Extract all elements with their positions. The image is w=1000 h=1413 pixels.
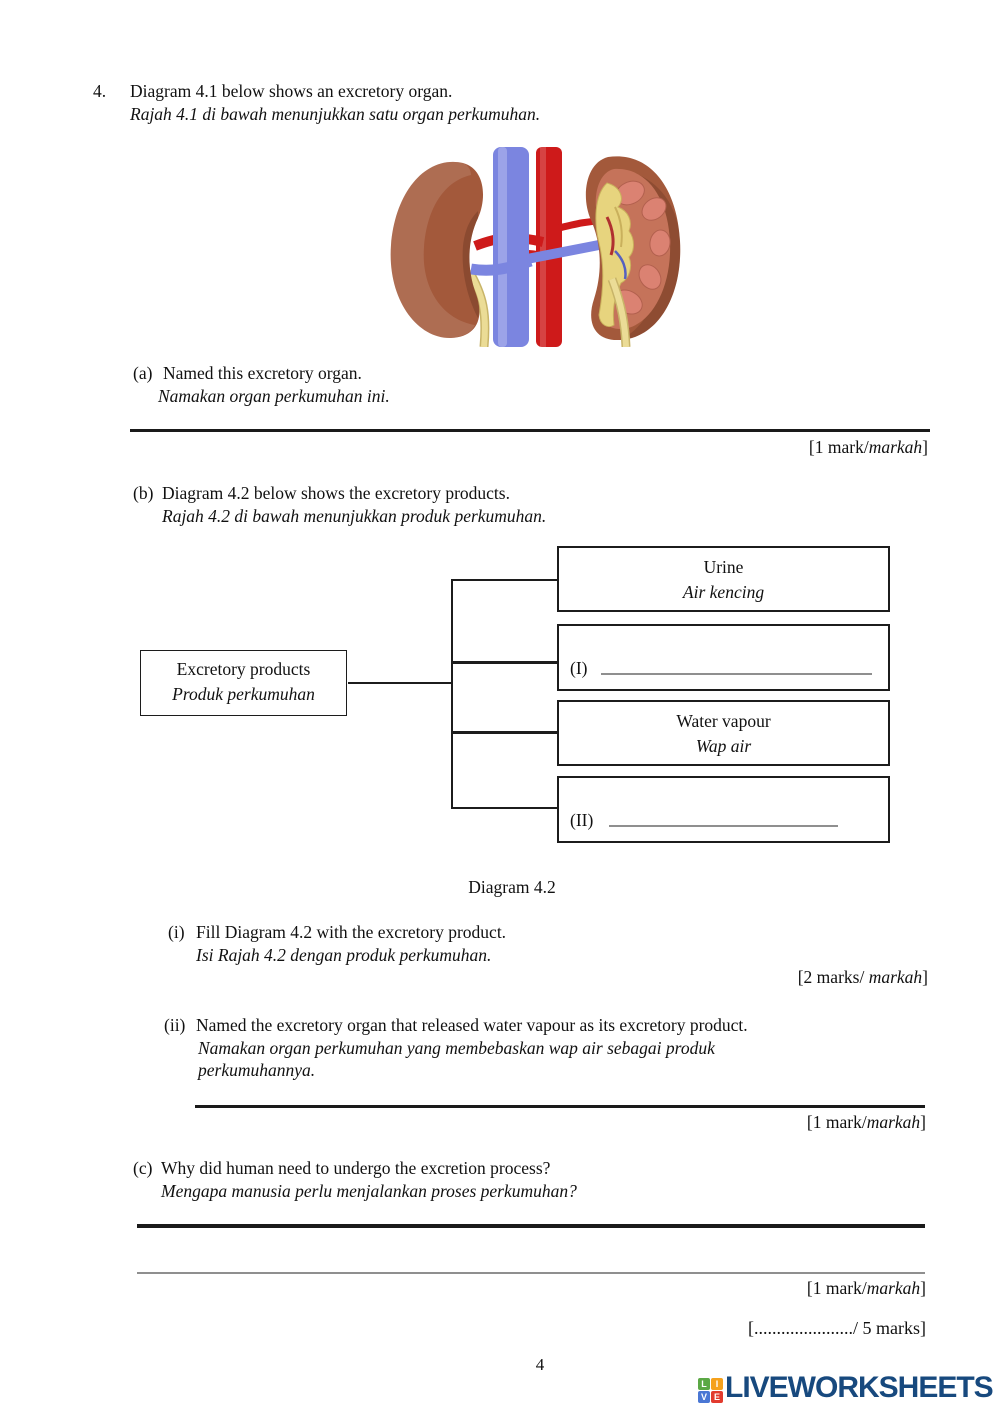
part-a-text-en: Named this excretory organ. — [163, 363, 362, 383]
part-bii-marks: [1 mark/markah] — [807, 1112, 926, 1133]
part-c-answer-line-1[interactable] — [137, 1224, 925, 1228]
part-b-text-ms: Rajah 4.2 di bawah menunjukkan produk pe… — [162, 506, 547, 526]
part-a-text-ms: Namakan organ perkumuhan ini. — [158, 386, 390, 406]
part-a-marks-italic: markah — [868, 437, 923, 457]
urine-box-en: Urine — [703, 557, 744, 577]
part-c-label: (c) — [133, 1158, 153, 1178]
part-b-label: (b) — [133, 483, 154, 503]
part-a-label: (a) — [133, 363, 153, 383]
diagram-box-water-vapour: Water vapour Wap air — [557, 700, 890, 766]
question-intro-en: Diagram 4.1 below shows an excretory org… — [130, 81, 453, 101]
part-c-marks-post: ] — [920, 1278, 926, 1298]
part-bi-marks-pre: [2 marks/ — [797, 967, 869, 987]
diagram-box-blank-2: (II) — [557, 776, 890, 843]
root-box-ms: Produk perkumuhan — [172, 684, 315, 704]
diagram-trunk-line — [451, 579, 453, 809]
part-bi-text-en: Fill Diagram 4.2 with the excretory prod… — [196, 922, 507, 942]
part-bii-text-ms-line2: perkumuhannya. — [198, 1060, 316, 1080]
kidney-illustration-svg — [390, 147, 681, 348]
logo-tile-l: L — [698, 1378, 710, 1390]
question-intro-ms: Rajah 4.1 di bawah menunjukkan satu orga… — [130, 104, 541, 124]
question-number: 4. — [93, 81, 107, 101]
part-bii-marks-pre: [1 mark/ — [806, 1112, 867, 1132]
part-c-text-ms: Mengapa manusia perlu menjalankan proses… — [161, 1181, 577, 1201]
blank-2-answer-line[interactable] — [609, 825, 838, 827]
diagram-root-box: Excretory products Produk perkumuhan — [140, 650, 347, 716]
diagram-branch-3 — [451, 731, 558, 734]
liveworksheets-logo-icon: L I V E — [698, 1378, 723, 1403]
diagram-box-urine: Urine Air kencing — [557, 546, 890, 612]
part-bi-marks-post: ] — [922, 967, 928, 987]
part-bi-marks: [2 marks/ markah] — [798, 967, 928, 988]
part-c-answer-line-2[interactable] — [137, 1272, 925, 1274]
diagram-box-blank-1: (I) — [557, 624, 890, 691]
diagram-branch-2 — [451, 661, 558, 664]
part-c-marks: [1 mark/markah] — [807, 1278, 926, 1299]
part-c-marks-italic: markah — [866, 1278, 921, 1298]
part-a-answer-line[interactable] — [130, 429, 930, 432]
diagram-branch-1 — [451, 579, 558, 581]
part-c-text-en: Why did human need to undergo the excret… — [161, 1158, 551, 1178]
part-bii-text-en: Named the excretory organ that released … — [196, 1015, 748, 1035]
liveworksheets-logo-text: LIVEWORKSHEETS — [725, 1371, 994, 1404]
water-vapour-box-en: Water vapour — [676, 711, 771, 731]
part-bii-text-ms-line1: Namakan organ perkumuhan yang membebaska… — [198, 1038, 715, 1058]
part-c-marks-pre: [1 mark/ — [806, 1278, 867, 1298]
part-bii-marks-italic: markah — [866, 1112, 921, 1132]
water-vapour-box-ms: Wap air — [695, 736, 752, 756]
logo-tile-i: I — [711, 1378, 723, 1390]
part-bi-label: (i) — [168, 922, 185, 942]
part-bii-label: (ii) — [164, 1015, 186, 1035]
blank-1-label: (I) — [570, 658, 588, 678]
blank-2-label: (II) — [570, 810, 594, 830]
diagram-branch-4 — [451, 807, 558, 809]
logo-tile-e: E — [711, 1391, 723, 1403]
part-bii-answer-line[interactable] — [195, 1105, 925, 1108]
liveworksheets-logo[interactable]: L I V E LIVEWORKSHEETS — [698, 1371, 994, 1405]
kidney-illustration — [383, 147, 683, 348]
urine-box-ms: Air kencing — [682, 582, 765, 602]
part-b-text-en: Diagram 4.2 below shows the excretory pr… — [162, 483, 510, 503]
part-a-marks: [1 mark/markah] — [809, 437, 928, 458]
total-marks: [....................../ 5 marks] — [748, 1318, 926, 1338]
part-bi-text-ms: Isi Rajah 4.2 dengan produk perkumuhan. — [196, 945, 492, 965]
logo-tile-v: V — [698, 1391, 710, 1403]
page-number: 4 — [535, 1355, 545, 1374]
part-a-marks-pre: [1 mark/ — [808, 437, 869, 457]
part-bi-marks-italic: markah — [868, 967, 923, 987]
root-box-en: Excretory products — [176, 659, 311, 679]
diagram-root-connector — [348, 682, 452, 684]
part-a-marks-post: ] — [922, 437, 928, 457]
diagram-caption: Diagram 4.2 — [468, 877, 556, 897]
blank-1-answer-line[interactable] — [601, 673, 872, 675]
part-bii-marks-post: ] — [920, 1112, 926, 1132]
